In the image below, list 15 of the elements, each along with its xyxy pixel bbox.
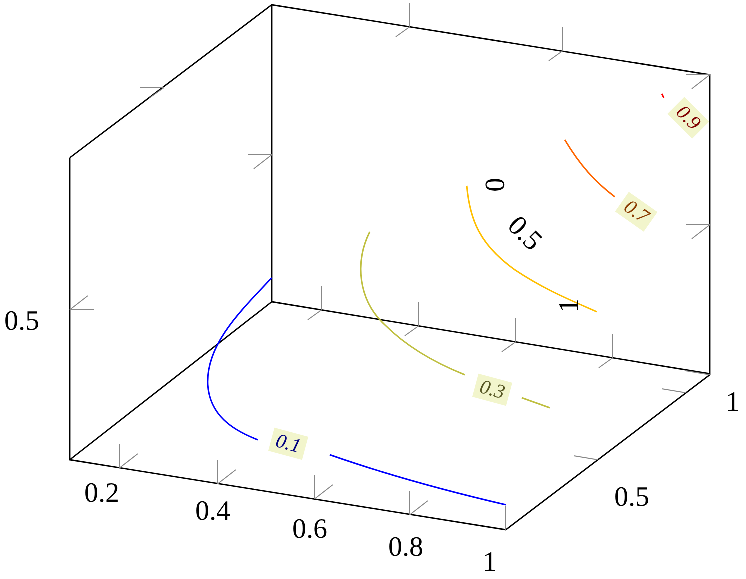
axis-tick-label: 0.2	[84, 480, 120, 508]
axis-tick-label: 0.5	[4, 308, 40, 336]
axis-tick-label: 0.4	[196, 498, 230, 526]
tick-label: 0.5	[502, 212, 546, 256]
axis-tick-label: 0.8	[388, 534, 424, 562]
contour-label: 0.1	[268, 428, 308, 460]
contour-label: 0.3	[472, 374, 512, 406]
axis-tick-label: 0.6	[292, 516, 328, 544]
tick-label: 1	[556, 299, 584, 313]
contour-label: 0.9	[667, 97, 709, 139]
tick-label: 0	[480, 178, 508, 192]
contour-label: 0.7	[614, 192, 658, 232]
axis-tick-label: 1	[483, 549, 497, 577]
axis-tick-label: 0.5	[614, 484, 650, 512]
axis-tick-label: 1	[726, 389, 740, 417]
